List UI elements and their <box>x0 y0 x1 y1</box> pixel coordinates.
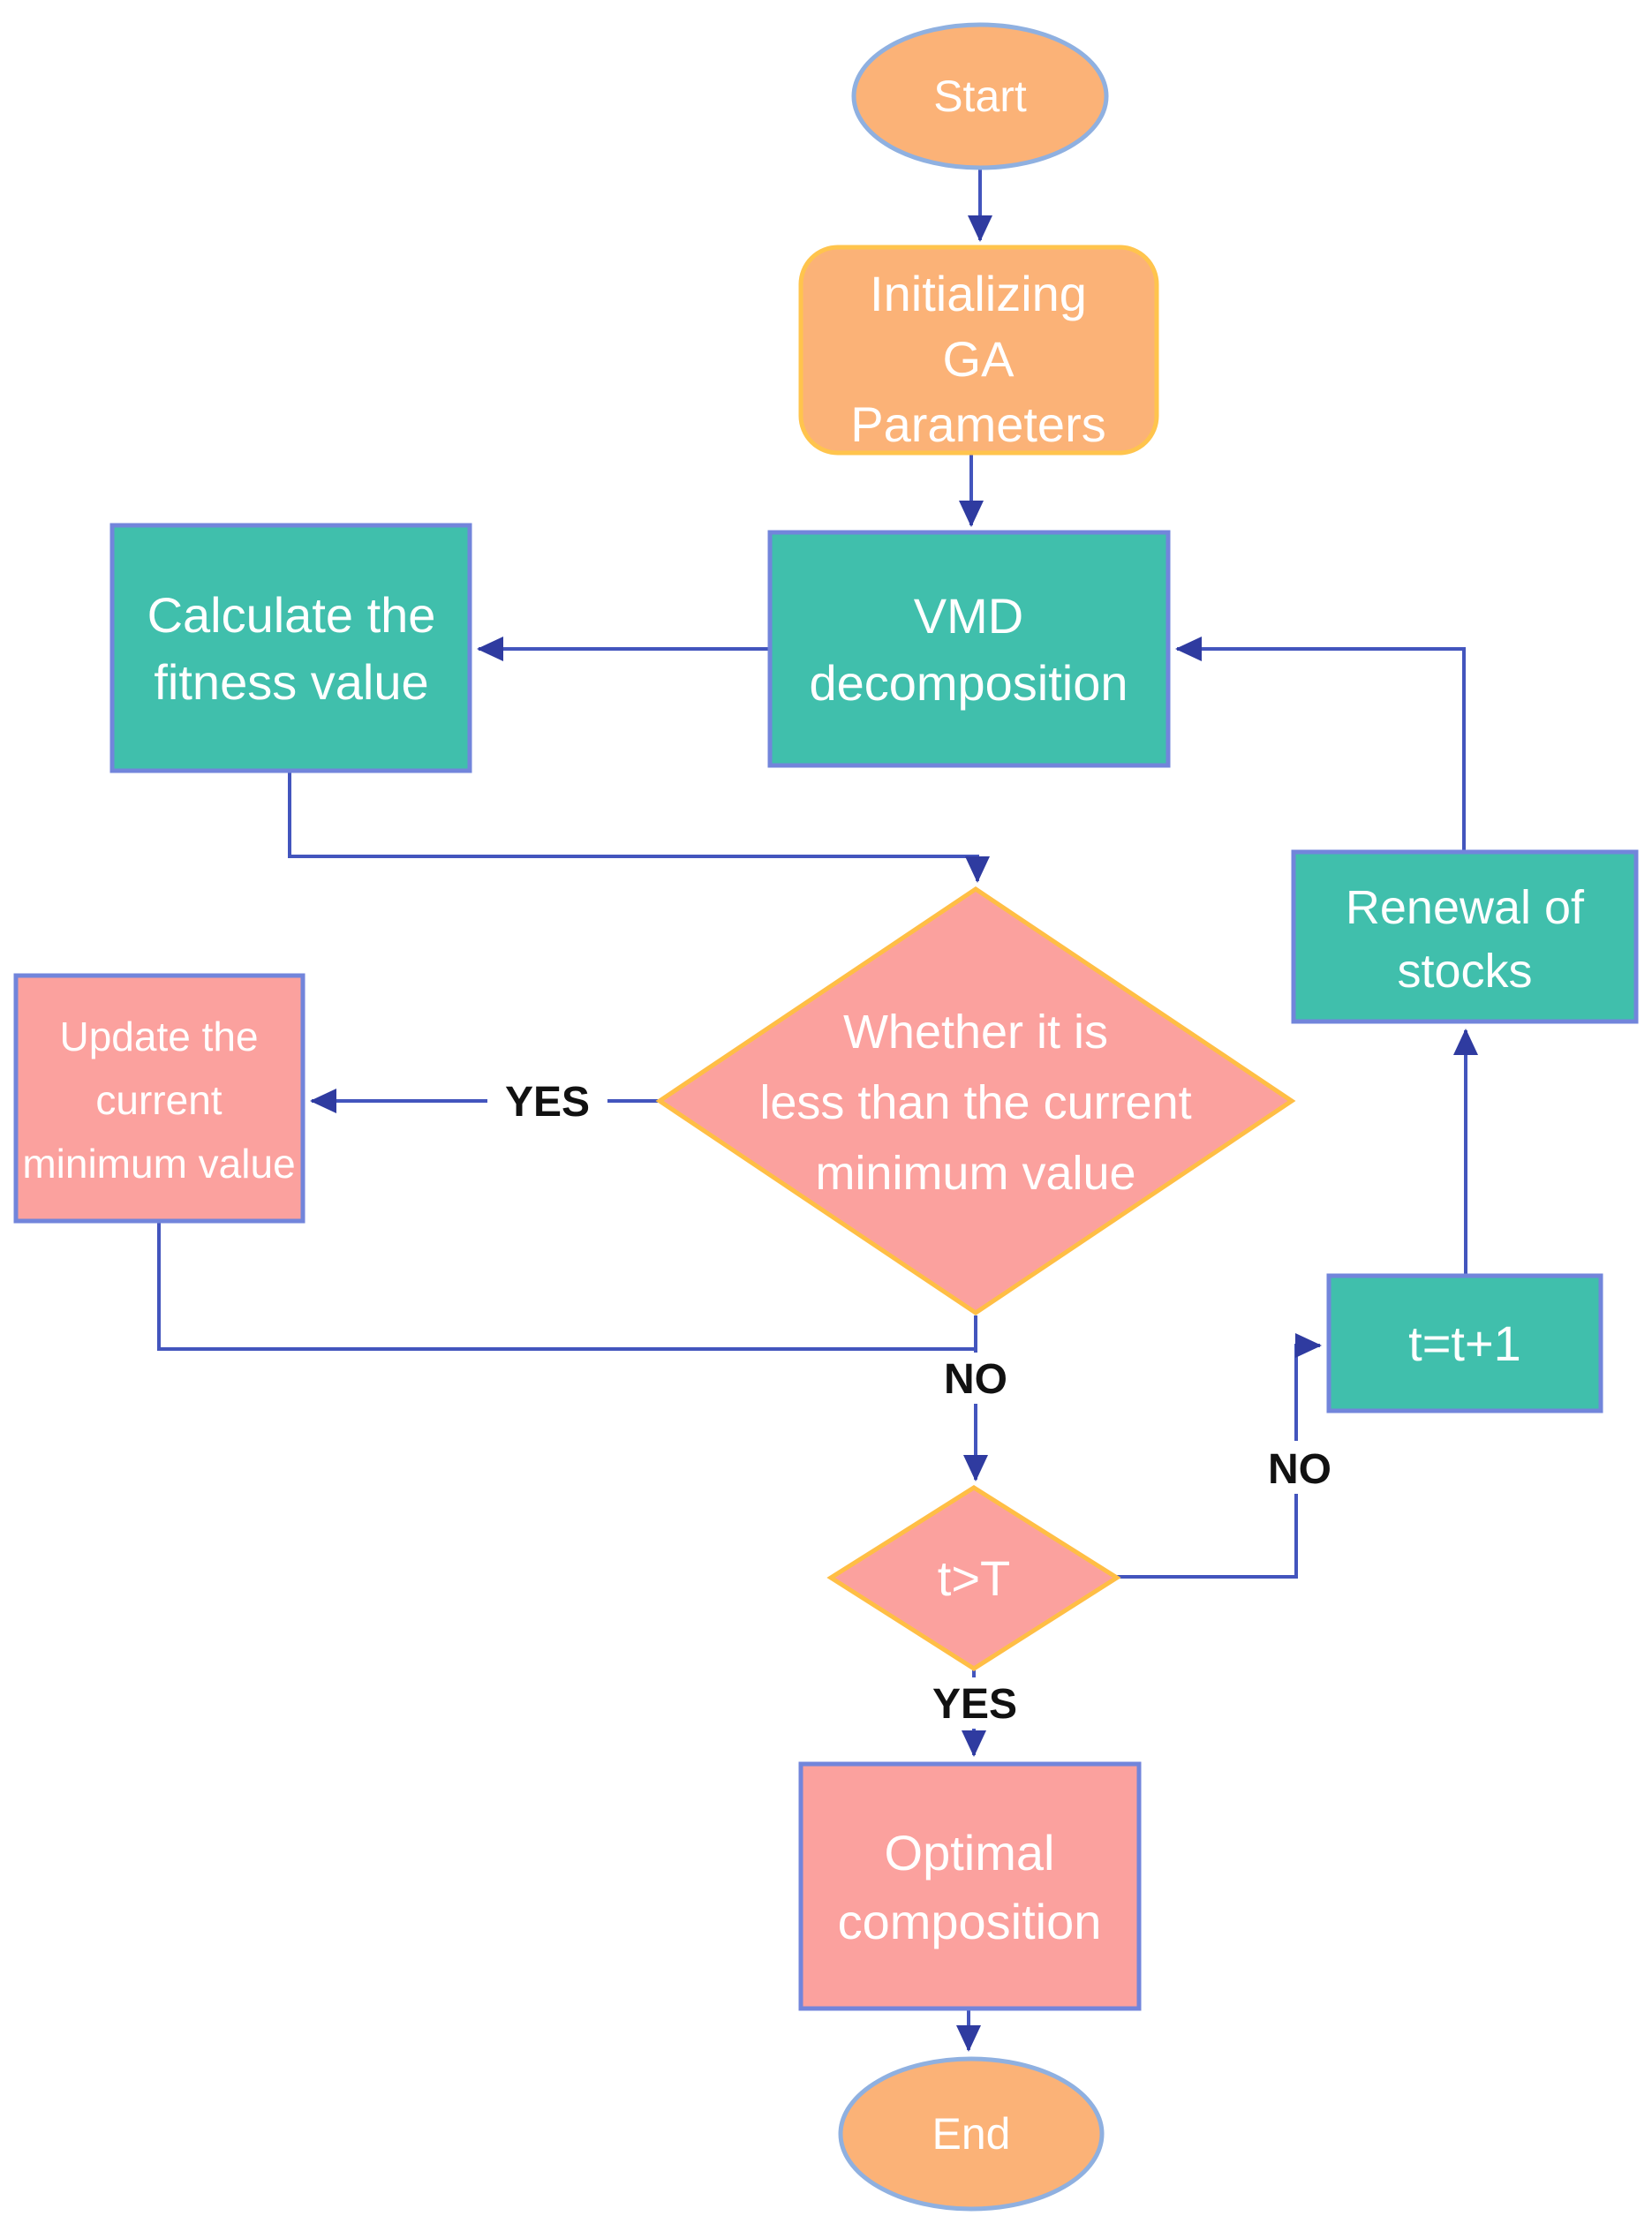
initializing-ga-parameters-label-line1: Initializing <box>870 266 1087 321</box>
renewal-of-stocks-shape <box>1291 849 1639 1024</box>
decision-t-label: t>T <box>938 1550 1010 1606</box>
renewal-of-stocks-label-line2: stocks <box>1397 945 1532 998</box>
decision-minimum-node: Whether it is less than the current mini… <box>655 886 1296 1316</box>
calculate-fitness-label-line2: fitness value <box>154 654 428 710</box>
edge-renewal-to-vmd <box>1175 637 1466 850</box>
calculate-fitness-label-line1: Calculate the <box>147 587 436 643</box>
update-minimum-label-line3: minimum value <box>22 1141 295 1187</box>
renewal-of-stocks-label-line1: Renewal of <box>1346 881 1585 934</box>
decision-t-shape <box>826 1485 1121 1671</box>
calculate-fitness-shape <box>109 523 472 773</box>
decision-minimum-label-line3: minimum value <box>815 1147 1135 1200</box>
decision-t-node: t>T <box>826 1485 1121 1671</box>
yes-t-label-bg <box>915 1677 1035 1729</box>
update-minimum-shape <box>13 973 306 1224</box>
edge-update-to-join <box>157 1223 976 1351</box>
no-min-label-bg <box>925 1353 1026 1404</box>
end-node: End <box>838 2056 1105 2212</box>
no-t-label-bg <box>1249 1441 1350 1494</box>
t-increment-node: t=t+1 <box>1326 1273 1603 1413</box>
decision-minimum-shape <box>655 886 1296 1316</box>
vmd-decomposition-node: VMD decomposition <box>767 530 1171 768</box>
yes-min-label: YES <box>505 1079 590 1126</box>
start-shape <box>851 22 1109 170</box>
start-node: Start <box>851 22 1109 170</box>
optimal-composition-shape <box>798 1761 1142 2011</box>
initializing-ga-parameters-shape <box>798 245 1159 456</box>
decision-minimum-label-line1: Whether it is <box>843 1006 1108 1059</box>
edge-labels: YES NO NO YES <box>487 1072 1350 1729</box>
end-label: End <box>932 2109 1011 2159</box>
initializing-ga-parameters-label-line2: GA <box>943 331 1015 387</box>
optimal-composition-label-line1: Optimal <box>885 1825 1055 1881</box>
decision-minimum-label-line2: less than the current <box>759 1076 1191 1129</box>
update-minimum-label-line1: Update the <box>59 1014 258 1059</box>
initializing-ga-parameters-node: Initializing GA Parameters <box>798 245 1159 456</box>
update-minimum-node: Update the current minimum value <box>13 973 306 1224</box>
yes-min-label-bg <box>487 1072 607 1128</box>
yes-t-label: YES <box>932 1681 1017 1728</box>
vmd-decomposition-shape <box>767 530 1171 768</box>
initializing-ga-parameters-label-line3: Parameters <box>850 396 1105 452</box>
vmd-decomposition-label-line2: decomposition <box>809 655 1128 711</box>
update-minimum-label-line2: current <box>95 1077 222 1123</box>
optimal-composition-label-line2: composition <box>838 1894 1102 1949</box>
t-increment-shape <box>1326 1273 1603 1413</box>
edge-calc-to-decision-min <box>288 773 990 883</box>
t-increment-label: t=t+1 <box>1408 1315 1521 1371</box>
start-label: Start <box>933 72 1027 121</box>
optimal-composition-node: Optimal composition <box>798 1761 1142 2011</box>
no-t-label: NO <box>1268 1446 1331 1493</box>
renewal-of-stocks-node: Renewal of stocks <box>1291 849 1639 1024</box>
vmd-decomposition-label-line1: VMD <box>914 588 1023 644</box>
no-min-label: NO <box>944 1356 1007 1403</box>
calculate-fitness-node: Calculate the fitness value <box>109 523 472 773</box>
end-shape <box>838 2056 1105 2212</box>
